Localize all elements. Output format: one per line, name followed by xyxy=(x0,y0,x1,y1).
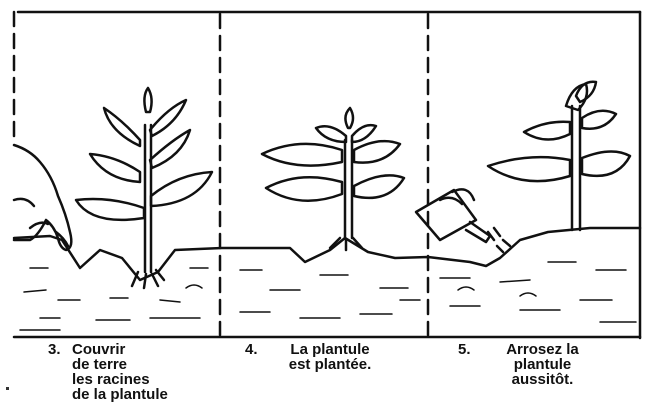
step-number: 5. xyxy=(458,342,471,357)
step-text: Arrosez la plantule aussitôt. xyxy=(480,342,605,387)
hand xyxy=(14,145,71,250)
plantule-step-5 xyxy=(488,82,630,230)
stray-mark xyxy=(6,387,9,390)
soil-texture xyxy=(20,262,636,330)
ground-surface xyxy=(14,228,640,280)
plantule-step-4 xyxy=(262,108,404,250)
step-number: 3. xyxy=(48,342,61,357)
illustration xyxy=(0,0,648,340)
step-text: Couvrir de terre les racines de la plant… xyxy=(72,342,168,402)
watering-can-icon xyxy=(416,189,510,252)
step-number: 4. xyxy=(245,342,258,357)
step-text: La plantule est plantée. xyxy=(265,342,395,372)
plantule-step-3 xyxy=(76,88,212,288)
